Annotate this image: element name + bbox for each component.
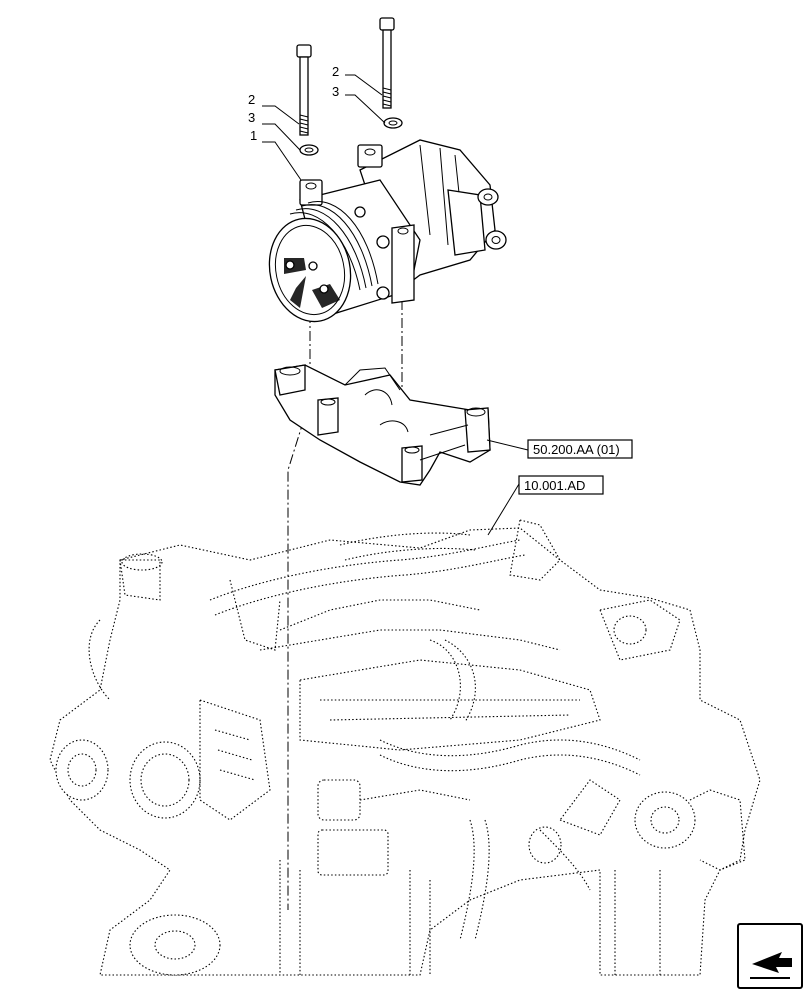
- bolt-right: [379, 17, 395, 109]
- engine-assembly: [49, 519, 761, 976]
- arrow-icon: [750, 952, 792, 979]
- nav-arrow-button[interactable]: [737, 923, 803, 989]
- bolt-left: [296, 44, 312, 136]
- callout-washer-left: 3: [248, 110, 255, 125]
- mounting-bracket: [274, 364, 491, 486]
- ac-compressor: [268, 139, 507, 323]
- reference-engine-label: 10.001.AD: [524, 478, 585, 493]
- washer-left: [299, 144, 319, 156]
- callout-bolt-right: 2: [332, 64, 339, 79]
- callout-washer-right: 3: [332, 84, 339, 99]
- reference-bracket-label: 50.200.AA (01): [533, 442, 620, 457]
- washer-right: [383, 117, 403, 129]
- reference-engine[interactable]: 10.001.AD: [518, 475, 604, 495]
- reference-bracket[interactable]: 50.200.AA (01): [527, 439, 633, 459]
- callout-leaders: [262, 74, 529, 536]
- callout-compressor: 1: [250, 128, 257, 143]
- callout-bolt-left: 2: [248, 92, 255, 107]
